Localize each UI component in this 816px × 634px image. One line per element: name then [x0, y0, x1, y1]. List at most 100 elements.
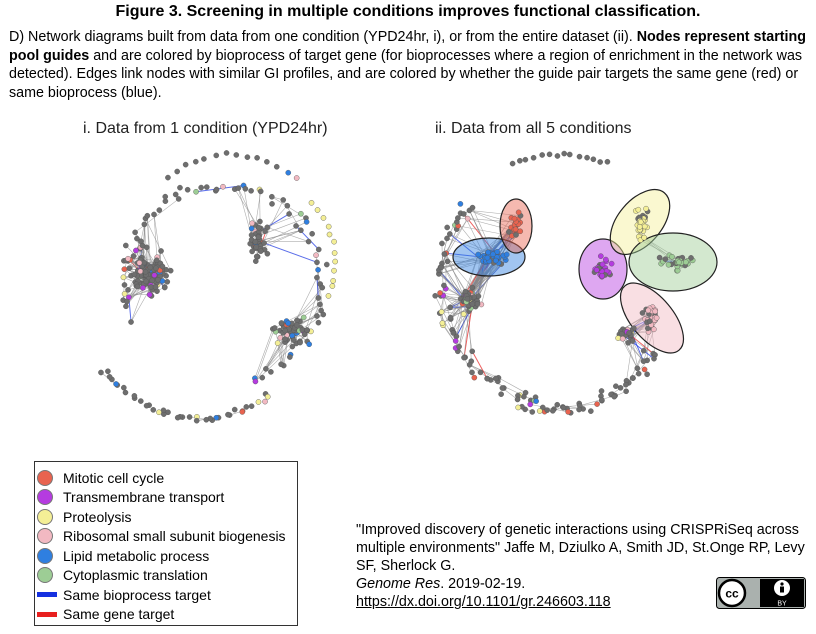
network-node: [162, 193, 169, 200]
network-node: [248, 232, 255, 238]
network-node: [608, 260, 615, 267]
network-node: [499, 385, 506, 391]
network-node: [138, 238, 144, 245]
network-node: [142, 269, 149, 275]
network-node: [594, 401, 600, 407]
network-node: [306, 341, 312, 348]
network-node: [325, 293, 332, 299]
network-node: [536, 408, 543, 414]
network-node: [641, 234, 647, 241]
network-node: [122, 389, 129, 396]
network-node: [635, 206, 642, 213]
network-node: [305, 238, 312, 245]
network-node: [151, 211, 157, 218]
network-node: [172, 191, 179, 198]
network-node: [175, 196, 182, 202]
network-node: [331, 267, 337, 274]
network-node: [464, 296, 471, 302]
network-diagrams: [98, 150, 718, 424]
network-node: [469, 204, 476, 211]
network-node: [539, 404, 546, 411]
doi-link[interactable]: https://dx.doi.org/10.1101/gr.246603.118: [356, 594, 611, 610]
network-node: [314, 207, 321, 213]
network-node: [243, 404, 250, 410]
network-node: [641, 366, 648, 373]
network-node: [539, 152, 545, 158]
cc-text: cc: [725, 587, 739, 601]
network-node: [156, 409, 162, 416]
network-node: [223, 150, 230, 156]
network-node: [471, 374, 478, 381]
network-node: [242, 186, 249, 192]
network-node: [529, 409, 536, 415]
network-node: [452, 338, 459, 344]
network-node: [455, 215, 461, 221]
network-node: [629, 375, 636, 381]
legend-item: Transmembrane transport: [37, 488, 224, 507]
network-node: [623, 381, 629, 388]
legend-item: Lipid metabolic process: [37, 546, 209, 565]
network-node: [159, 263, 166, 270]
cc-by-license-badge[interactable]: cc BY: [716, 577, 806, 609]
network-node: [141, 221, 148, 228]
network-node: [509, 160, 516, 167]
network-node: [613, 383, 619, 389]
network-node: [597, 159, 603, 165]
network-node: [637, 219, 644, 225]
network-node: [255, 399, 262, 405]
network-node: [164, 279, 171, 285]
network-node: [136, 259, 143, 266]
network-node: [619, 335, 626, 342]
network-node: [137, 398, 144, 404]
network-node: [271, 325, 278, 331]
network-node: [278, 361, 284, 368]
network-node: [656, 254, 663, 261]
network-node: [294, 317, 300, 324]
network-node: [289, 343, 296, 350]
network-node: [309, 230, 315, 237]
network-node: [121, 384, 127, 391]
network-node: [125, 255, 131, 262]
network-node: [636, 224, 643, 230]
network-node: [151, 272, 158, 279]
network-node: [565, 409, 571, 415]
network-node: [634, 365, 641, 372]
network-node: [593, 267, 600, 273]
network-node: [174, 168, 180, 175]
network-node: [231, 406, 238, 413]
network-node: [315, 246, 322, 253]
network-node: [643, 205, 649, 212]
network-node: [126, 265, 133, 271]
legend-label: Ribosomal small subunit biogenesis: [63, 528, 286, 544]
legend-dot: [37, 469, 53, 486]
network-node: [485, 249, 491, 256]
network-node: [125, 287, 131, 293]
network-node: [576, 406, 582, 413]
legend-dot: [37, 547, 53, 564]
network-node: [639, 310, 646, 316]
network-node: [233, 152, 240, 158]
network-node: [457, 201, 464, 207]
network-node: [640, 347, 647, 354]
network-node: [193, 417, 200, 424]
network-node: [437, 290, 443, 296]
network-node: [604, 158, 611, 165]
network-node: [274, 340, 281, 346]
network-node: [255, 234, 262, 240]
network-node: [314, 313, 320, 319]
caption-rest: and are colored by bioprocess of target …: [9, 47, 803, 101]
network-node: [147, 264, 154, 271]
network-node: [273, 163, 280, 170]
legend-item: Same gene target: [37, 605, 174, 624]
network-node: [329, 283, 336, 289]
legend-label: Mitotic cell cycle: [63, 469, 165, 486]
network-node: [546, 151, 553, 158]
network-node: [590, 156, 597, 163]
network-node: [314, 259, 320, 266]
network-node: [527, 401, 534, 408]
network-node: [521, 393, 527, 400]
network-node: [298, 210, 304, 217]
network-panel-i: [98, 150, 338, 424]
network-node: [475, 293, 482, 300]
network-node: [203, 184, 210, 190]
